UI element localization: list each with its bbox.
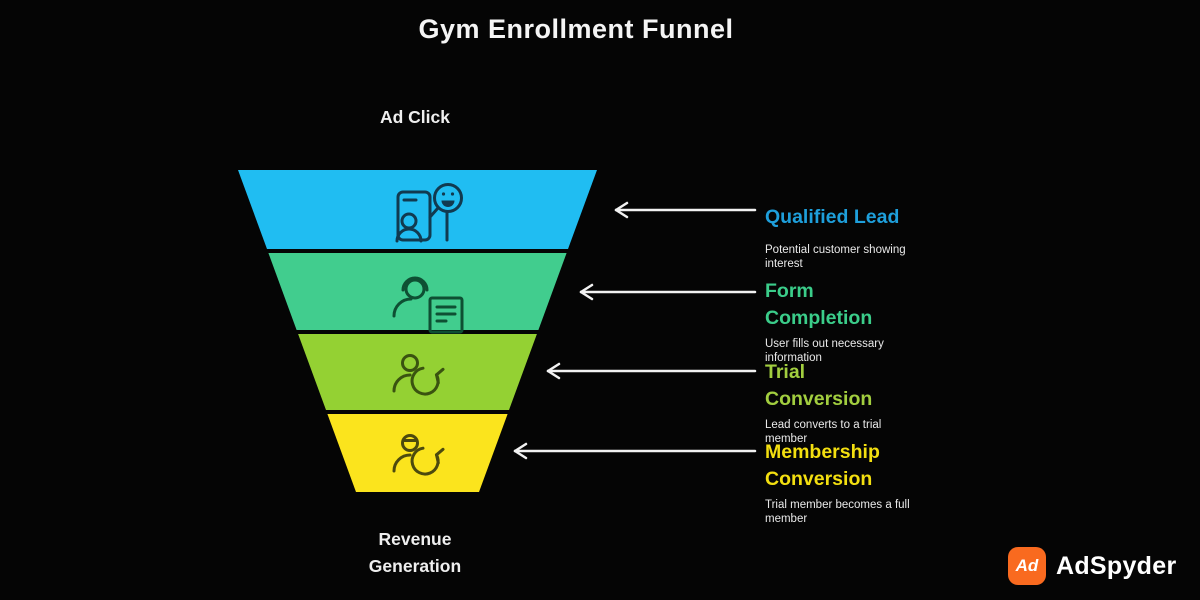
- funnel-stage-4: [327, 414, 508, 492]
- stage-arrow-4: [513, 442, 757, 460]
- adspyder-logo-badge-icon: Ad: [1008, 547, 1046, 585]
- adspyder-wordmark: AdSpyder: [1056, 551, 1177, 580]
- lead-profile-chat-icon: [395, 183, 463, 243]
- funnel-bottom-label: Revenue Generation: [368, 529, 462, 576]
- stage-description-form-completion: User fills out necessary information: [765, 338, 884, 364]
- stage-heading-form-completion: Form Completion: [765, 280, 873, 329]
- funnel-stage-2: [268, 253, 567, 330]
- stage-heading-qualified-lead: Qualified Lead: [765, 206, 900, 228]
- stage-arrow-2: [579, 283, 757, 301]
- stage-description-membership-conversion: Trial member becomes a full member: [765, 499, 910, 525]
- stage-arrow-3: [546, 362, 757, 380]
- stage-description-trial-conversion: Lead converts to a trial member: [765, 419, 882, 445]
- funnel-stage-1: [238, 170, 597, 249]
- support-form-icon: [392, 276, 464, 334]
- funnel-top-label: Ad Click: [379, 107, 451, 127]
- page-title: Gym Enrollment Funnel: [418, 14, 734, 44]
- stage-heading-membership-conversion: Membership Conversion: [765, 441, 880, 490]
- stage-arrows: [513, 201, 757, 460]
- stage-description-qualified-lead: Potential customer showing interest: [765, 244, 906, 270]
- member-cycle-icon: [392, 434, 445, 476]
- stage-arrow-1: [614, 201, 757, 219]
- stage-heading-trial-conversion: Trial Conversion: [765, 361, 873, 410]
- user-cycle-icon: [392, 354, 445, 396]
- adspyder-logo: Ad AdSpyder: [1008, 547, 1176, 585]
